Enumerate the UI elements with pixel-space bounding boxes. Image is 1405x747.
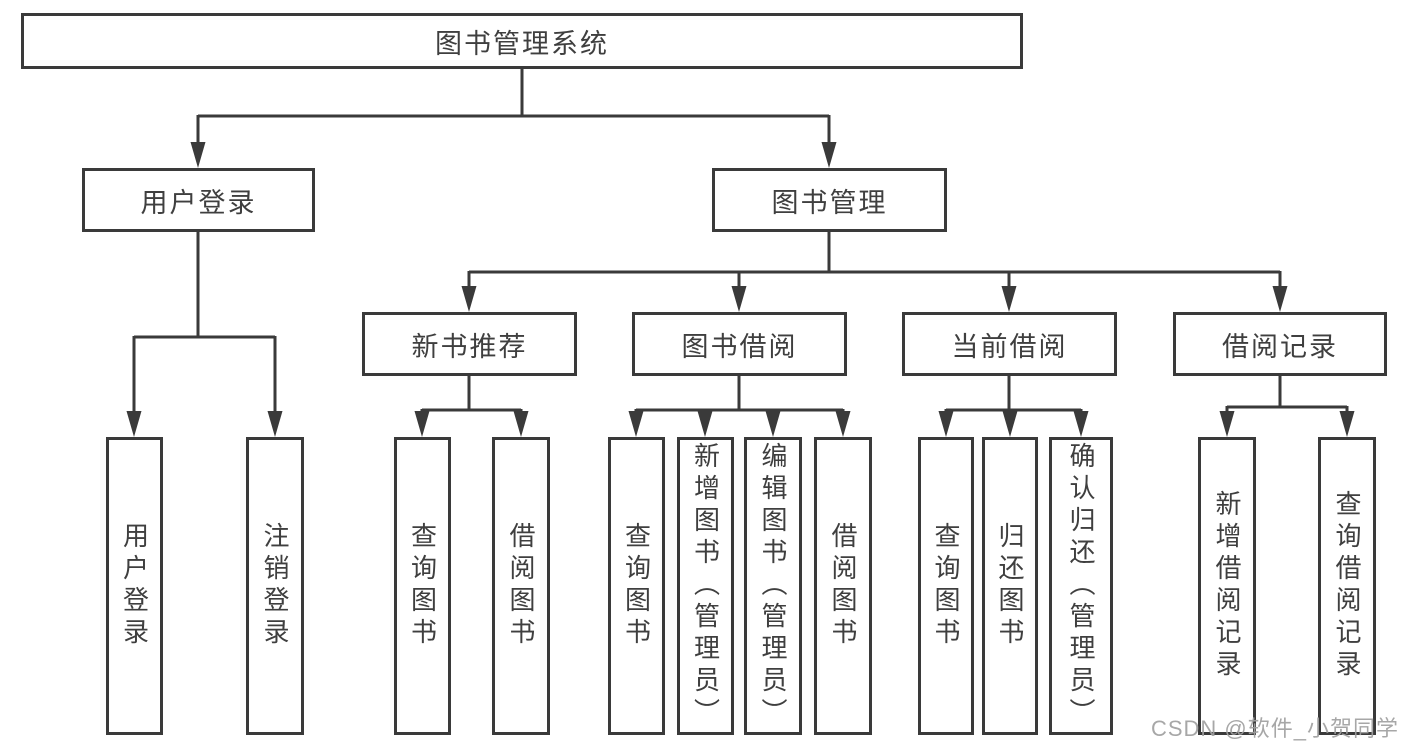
node-current-borrowing: 当前借阅 [902, 312, 1117, 376]
leaf-confirm-return-admin: 确认归还（管理员） [1049, 437, 1113, 735]
node-borrowing-records: 借阅记录 [1173, 312, 1387, 376]
leaf-edit-books-admin: 编辑图书（管理员） [744, 437, 802, 735]
leaf-label: 借阅图书 [506, 522, 536, 650]
leaf-label: 确认归还（管理员） [1066, 442, 1096, 730]
leaf-label: 查询图书 [931, 522, 961, 650]
node-user-login: 用户登录 [82, 168, 315, 232]
node-book-borrowing: 图书借阅 [632, 312, 847, 376]
node-new-book-recommendation: 新书推荐 [362, 312, 577, 376]
leaf-label: 注销登录 [260, 522, 290, 650]
node-root-library-management-system: 图书管理系统 [21, 13, 1023, 69]
leaf-user-login: 用户登录 [106, 437, 163, 735]
leaf-label: 查询图书 [621, 522, 652, 650]
leaf-label: 新增借阅记录 [1212, 490, 1242, 682]
leaf-label: 查询借阅记录 [1332, 490, 1362, 682]
leaf-add-books-admin: 新增图书（管理员） [677, 437, 734, 735]
leaf-add-borrow-record: 新增借阅记录 [1198, 437, 1256, 735]
csdn-watermark: CSDN @软件_小贺同学 [1150, 716, 1399, 741]
leaf-label: 归还图书 [995, 522, 1025, 650]
leaf-query-books: 查询图书 [918, 437, 974, 735]
node-book-management: 图书管理 [712, 168, 947, 232]
leaf-borrow-books: 借阅图书 [814, 437, 872, 735]
leaf-label: 新增图书（管理员） [690, 442, 721, 730]
leaf-label: 查询图书 [407, 522, 438, 650]
leaf-query-books: 查询图书 [394, 437, 451, 735]
leaf-borrow-books: 借阅图书 [492, 437, 550, 735]
leaf-label: 借阅图书 [828, 522, 858, 650]
leaf-label: 用户登录 [119, 522, 150, 650]
leaf-query-borrow-record: 查询借阅记录 [1318, 437, 1376, 735]
leaf-return-books: 归还图书 [982, 437, 1038, 735]
leaf-query-books: 查询图书 [608, 437, 665, 735]
leaf-logout: 注销登录 [246, 437, 304, 735]
leaf-label: 编辑图书（管理员） [758, 442, 788, 730]
